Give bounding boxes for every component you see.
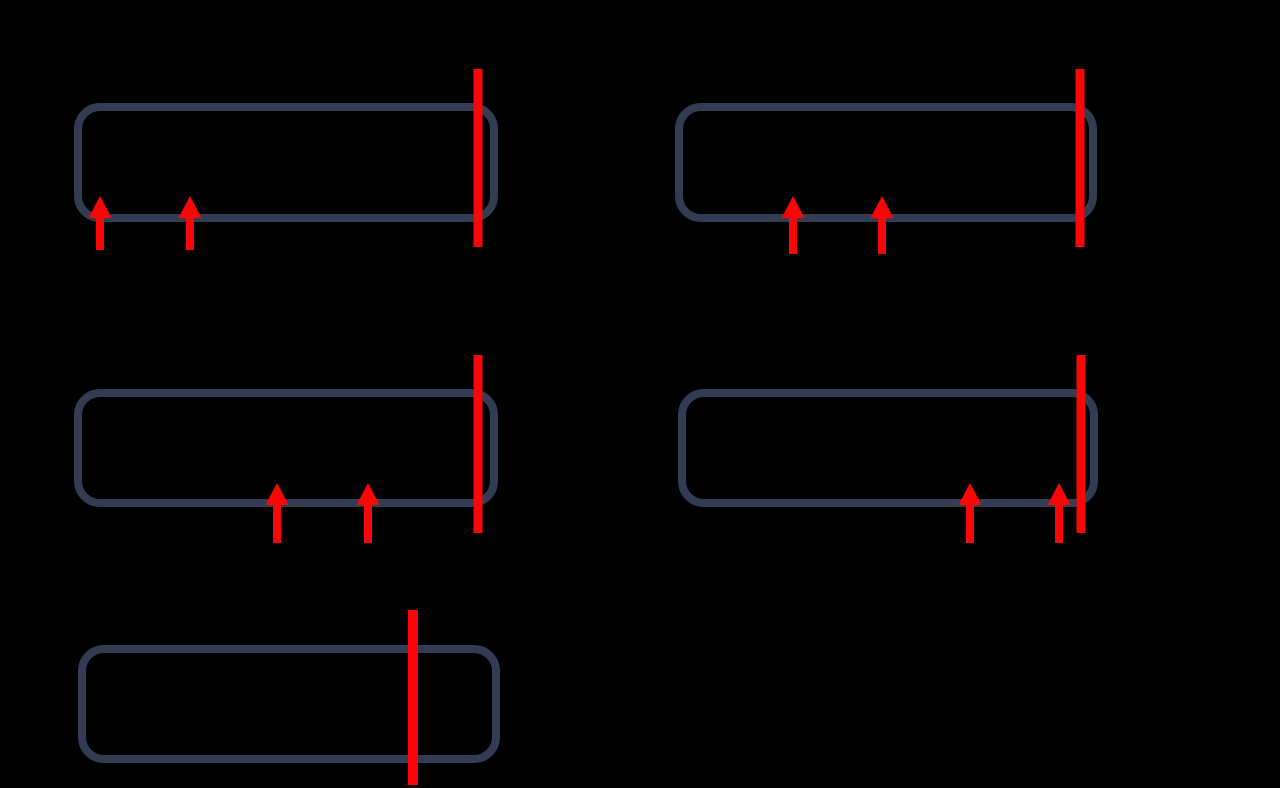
push-arrow-head — [781, 196, 805, 218]
push-arrow-tail — [273, 503, 281, 543]
push-arrow-head — [265, 483, 289, 505]
push-arrow-head — [88, 196, 112, 218]
push-arrow — [958, 483, 982, 543]
goal-line — [1076, 355, 1086, 533]
push-arrow-tail — [364, 503, 372, 543]
push-arrow-head — [870, 196, 894, 218]
push-arrow-tail — [1055, 503, 1063, 543]
push-arrow-head — [958, 483, 982, 505]
rounded-track-outline — [678, 389, 1098, 507]
frame-2 — [675, 69, 1097, 254]
push-arrow-head — [356, 483, 380, 505]
push-arrow — [88, 196, 112, 250]
push-arrow-tail — [96, 216, 104, 250]
rounded-track-outline — [78, 645, 500, 763]
push-arrow — [870, 196, 894, 254]
push-arrow — [265, 483, 289, 543]
goal-line — [473, 355, 483, 533]
frame-5 — [78, 610, 500, 785]
push-arrow-head — [178, 196, 202, 218]
rounded-track-outline — [675, 103, 1097, 222]
push-arrow-head — [1047, 483, 1071, 505]
push-arrow-tail — [186, 216, 194, 250]
push-arrow — [178, 196, 202, 250]
goal-line — [473, 69, 483, 247]
rounded-track-outline — [74, 389, 498, 507]
push-arrow-tail — [878, 216, 886, 254]
frame-3 — [74, 355, 498, 543]
push-arrow — [781, 196, 805, 254]
goal-line — [408, 610, 418, 785]
push-arrow-tail — [789, 216, 797, 254]
rounded-track-outline — [74, 103, 498, 222]
push-arrow — [1047, 483, 1071, 543]
push-arrow — [356, 483, 380, 543]
push-arrow-tail — [966, 503, 974, 543]
goal-line — [1075, 69, 1085, 247]
frame-1 — [74, 69, 498, 250]
frame-4 — [678, 355, 1098, 543]
